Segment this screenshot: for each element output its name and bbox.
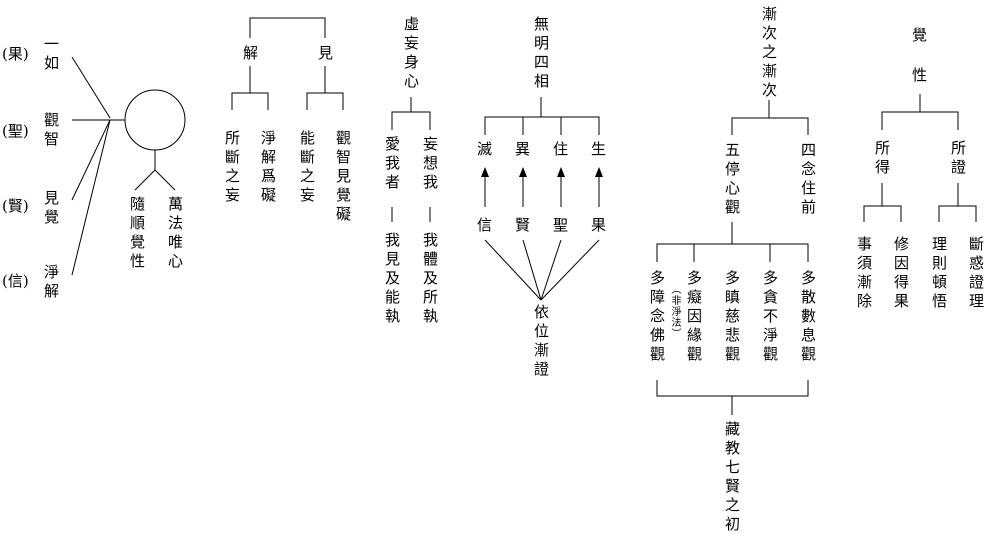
bottom-left: 我見及能執 [383, 232, 401, 327]
mark-4: 生 [591, 140, 607, 158]
leaf-1: 事須漸除 [855, 236, 873, 312]
left-caption: 隨順覺性 [128, 196, 146, 272]
level-4: 果 [591, 216, 607, 234]
mark-2: 異 [515, 140, 531, 158]
branch-left: 五停心觀 [723, 142, 741, 218]
node-jian: 見 [318, 44, 334, 62]
bracket-top [249, 17, 326, 38]
section-title: 漸次之漸次 [760, 6, 778, 101]
title-top: 覺 [912, 26, 928, 44]
level-3: 聖 [553, 216, 569, 234]
fan-line [71, 56, 111, 119]
bracket [656, 380, 809, 397]
node-right: 所證 [949, 140, 967, 178]
fan-line [71, 119, 111, 276]
bracket [938, 205, 977, 222]
level-text-1: 一如 [42, 36, 60, 74]
title-bottom: 性 [912, 66, 928, 84]
practice-1: 多障念佛觀 [648, 270, 666, 365]
mark-1: 滅 [477, 140, 493, 158]
caption: 依位漸證 [532, 304, 550, 380]
practice-note: （非淨法） [669, 284, 680, 339]
level-paren-3: (賢) [2, 197, 29, 215]
leaf-3: 理則頓悟 [930, 236, 948, 312]
level-paren-4: (信) [2, 272, 29, 290]
bracket [731, 117, 809, 135]
leaf-2: 淨解爲礙 [259, 130, 277, 206]
level-paren-1: (果) [2, 45, 29, 63]
bracket [863, 205, 902, 222]
leaf-4: 斷惑證理 [967, 236, 985, 312]
bottom-right: 我體及所執 [421, 232, 439, 327]
bracket [656, 243, 809, 262]
level-text-4: 淨解 [42, 264, 60, 302]
leaf-2: 修因得果 [892, 236, 910, 312]
bracket [881, 111, 959, 130]
figure-leg [154, 169, 176, 191]
practice-4: 多貪不淨觀 [761, 270, 779, 365]
node-jie: 解 [243, 44, 259, 62]
leaf-3: 能斷之妄 [298, 130, 316, 206]
bracket [391, 111, 431, 130]
level-paren-2: (聖) [2, 122, 29, 140]
level-2: 賢 [515, 216, 531, 234]
level-text-2: 觀智 [42, 112, 60, 150]
level-text-3: 見覺 [42, 190, 60, 228]
section-title: 無明四相 [532, 16, 550, 92]
level-1: 信 [477, 216, 493, 234]
bracket [484, 116, 600, 135]
leaf-4: 觀智見覺礙 [334, 130, 352, 225]
figure-leg [134, 169, 156, 191]
practice-5: 多散數息觀 [799, 270, 817, 365]
arrowhead [519, 167, 527, 177]
branch-right: 妄想我 [421, 136, 439, 193]
practice-3: 多瞋慈悲觀 [723, 270, 741, 365]
arrowheads [481, 167, 603, 177]
circle-figure [124, 89, 186, 151]
mark-3: 住 [553, 140, 569, 158]
bracket-left [231, 92, 269, 110]
fan-line [71, 119, 111, 201]
node-left: 所得 [873, 140, 891, 178]
arrowhead [557, 167, 565, 177]
branch-right: 四念住前 [799, 142, 817, 218]
bracket-right [306, 92, 344, 110]
section-title: 虛妄身心 [402, 16, 420, 92]
branch-left: 愛我者 [383, 136, 401, 193]
practice-2: 多癡因緣觀 [685, 270, 703, 365]
bottom-caption: 藏教七賢之初 [723, 421, 741, 535]
right-caption: 萬法唯心 [166, 196, 184, 272]
arrowhead [481, 167, 489, 177]
leaf-1: 所斷之妄 [223, 130, 241, 206]
arrowhead [595, 167, 603, 177]
